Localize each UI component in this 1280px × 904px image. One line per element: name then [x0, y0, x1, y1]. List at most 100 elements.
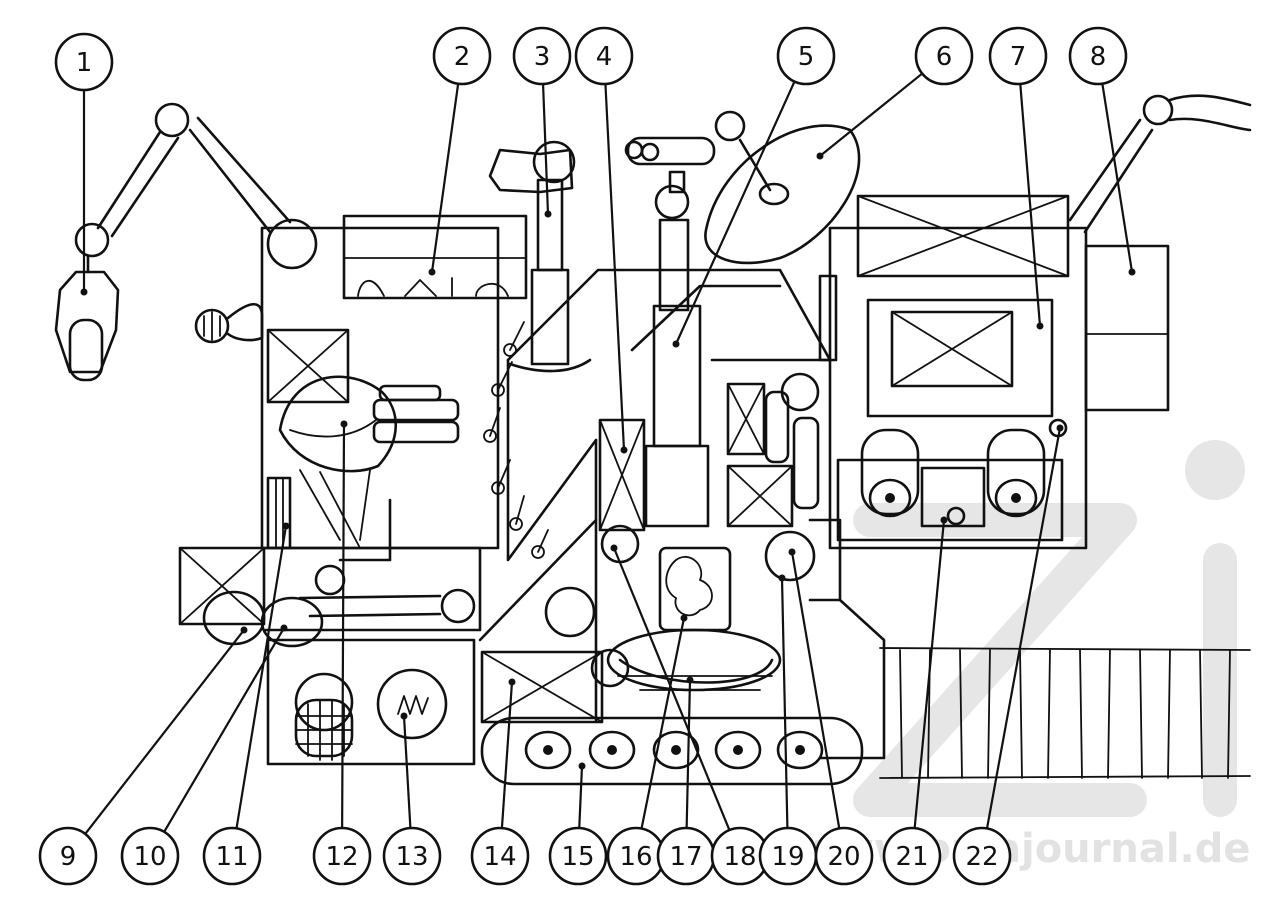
- callout-8-leader: [1101, 83, 1134, 273]
- callout-5-circle: [776, 26, 836, 86]
- turret: [278, 375, 460, 562]
- switch-pendants: [483, 321, 549, 559]
- callout-11: 11: [202, 826, 262, 886]
- callout-2-label: 2: [454, 42, 471, 72]
- callout-2-anchor-dot: [428, 268, 436, 276]
- callout-10-leader: [163, 627, 285, 833]
- callout-1-anchor-dot: [80, 288, 88, 296]
- callout-15-circle: [548, 826, 608, 886]
- callout-2-leader: [430, 83, 460, 273]
- callout-8-circle: [1068, 26, 1128, 86]
- lower-left-body: [266, 638, 476, 766]
- callout-10-circle: [120, 826, 180, 886]
- right-arm: [1068, 94, 1252, 234]
- callout-20-leader: [790, 551, 841, 829]
- callout-16-leader: [640, 617, 686, 829]
- callout-15-leader: [578, 765, 584, 829]
- callout-7-anchor-dot: [1036, 322, 1044, 330]
- callout-2-circle: [432, 26, 492, 86]
- side-valve: [194, 302, 264, 344]
- callout-3-anchor-dot: [544, 210, 552, 218]
- tracks: [480, 650, 864, 786]
- callout-21-leader: [913, 519, 946, 829]
- callout-14-leader: [500, 681, 514, 829]
- callout-1-circle: [54, 32, 114, 92]
- callout-12-anchor-dot: [340, 420, 348, 428]
- callout-22-circle: [952, 826, 1012, 886]
- callout-9-leader: [84, 629, 245, 835]
- callout-11-label: 11: [215, 842, 248, 872]
- callout-17-label: 17: [669, 842, 702, 872]
- callout-1-label: 1: [76, 48, 93, 78]
- callout-3-circle: [512, 26, 572, 86]
- callout-9-anchor-dot: [240, 626, 248, 634]
- left-arm: [54, 102, 318, 382]
- callout-6-leader: [819, 72, 923, 157]
- callout-22: 22: [952, 826, 1012, 886]
- callout-4-leader: [604, 83, 626, 451]
- callout-7-circle: [988, 26, 1048, 86]
- brain-chamber: [544, 546, 782, 692]
- callout-15: 15: [548, 826, 608, 886]
- callout-21-circle: [882, 826, 942, 886]
- callout-9: 9: [38, 826, 98, 886]
- callout-13: 13: [382, 826, 442, 886]
- watermark-text: www.orzajournal.de: [800, 826, 1251, 872]
- callout-3-label: 3: [534, 42, 551, 72]
- callout-9-label: 9: [60, 842, 77, 872]
- callout-leaders: [80, 72, 1136, 835]
- callout-3: 3: [512, 26, 572, 86]
- periscope: [488, 140, 592, 373]
- callout-18-anchor-dot: [610, 544, 618, 552]
- callout-22-anchor-dot: [1056, 424, 1064, 432]
- callout-11-anchor-dot: [282, 522, 290, 530]
- callout-20-circle: [814, 826, 874, 886]
- callout-13-label: 13: [395, 842, 428, 872]
- callout-22-label: 22: [965, 842, 998, 872]
- callout-10: 10: [120, 826, 180, 886]
- callout-14-label: 14: [483, 842, 516, 872]
- callout-10-label: 10: [133, 842, 166, 872]
- callout-12: 12: [312, 826, 372, 886]
- callout-5-label: 5: [798, 42, 815, 72]
- callout-20: 20: [814, 826, 874, 886]
- callout-14-anchor-dot: [508, 678, 516, 686]
- callout-7-label: 7: [1010, 42, 1027, 72]
- callout-19-leader: [780, 577, 789, 829]
- callout-6-circle: [914, 26, 974, 86]
- callout-3-leader: [541, 83, 550, 215]
- callout-13-leader: [402, 715, 412, 829]
- mast: [624, 136, 716, 528]
- callout-13-circle: [382, 826, 442, 886]
- callout-6-label: 6: [936, 42, 953, 72]
- callout-13-anchor-dot: [400, 712, 408, 720]
- callout-16: 16: [606, 826, 666, 886]
- callout-14: 14: [470, 826, 530, 886]
- callout-21-anchor-dot: [940, 516, 948, 524]
- callout-11-circle: [202, 826, 262, 886]
- callout-7-leader: [1019, 83, 1042, 327]
- callout-20-anchor-dot: [788, 548, 796, 556]
- callout-15-anchor-dot: [578, 762, 586, 770]
- callout-5: 5: [776, 26, 836, 86]
- callout-4-anchor-dot: [620, 446, 628, 454]
- satellite-dish: [704, 110, 861, 265]
- callout-7: 7: [988, 26, 1048, 86]
- callout-5-anchor-dot: [672, 340, 680, 348]
- callout-4-circle: [574, 26, 634, 86]
- callout-5-leader: [674, 81, 796, 345]
- callout-12-circle: [312, 826, 372, 886]
- callout-6-anchor-dot: [816, 152, 824, 160]
- callout-8-anchor-dot: [1128, 268, 1136, 276]
- callout-9-circle: [38, 826, 98, 886]
- callout-8: 8: [1068, 26, 1128, 86]
- callout-18: 18: [710, 826, 770, 886]
- callout-16-label: 16: [619, 842, 652, 872]
- callout-16-anchor-dot: [680, 614, 688, 622]
- callout-6: 6: [914, 26, 974, 86]
- callout-19-label: 19: [771, 842, 804, 872]
- callout-18-leader: [612, 547, 731, 831]
- callout-4-label: 4: [596, 42, 613, 72]
